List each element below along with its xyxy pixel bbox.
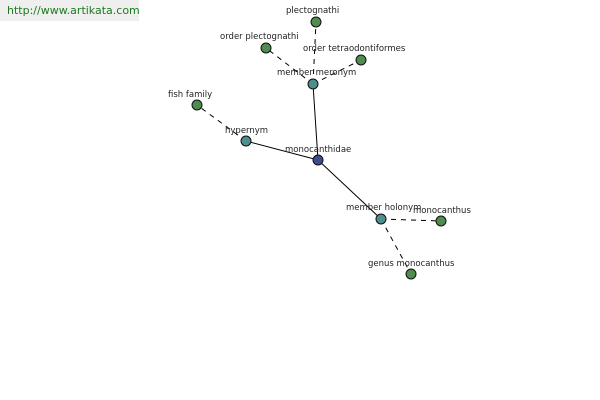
node-plectognathi[interactable]: [310, 16, 322, 28]
edge-hypernym-to-fish-family: [196, 104, 247, 142]
edge-monocanthidae-to-member-meronym: [312, 83, 319, 161]
node-label-order-plectognathi: order plectognathi: [220, 32, 299, 42]
node-label-monocanthidae: monocanthidae: [285, 145, 351, 155]
node-label-member-meronym: member meronym: [277, 68, 356, 78]
nodes-layer: [191, 16, 447, 280]
edge-member-meronym-to-order-tetraodontiformes: [312, 59, 362, 85]
labels-layer: monocanthidae hypernym member meronym membe…: [168, 6, 471, 269]
node-order-plectognathi[interactable]: [260, 42, 272, 54]
node-fish-family[interactable]: [191, 99, 203, 111]
edge-monocanthidae-to-hypernym: [245, 140, 319, 161]
node-label-hypernym: hypernym: [225, 126, 268, 136]
edge-member-holonym-to-monocanthus: [380, 218, 442, 222]
node-label-monocanthus: monocanthus: [413, 206, 471, 216]
node-label-plectognathi: plectognathi: [286, 6, 339, 16]
node-member-holonym[interactable]: [375, 213, 387, 225]
node-monocanthus[interactable]: [435, 215, 447, 227]
node-hypernym[interactable]: [240, 135, 252, 147]
node-monocanthidae[interactable]: [312, 154, 324, 166]
edge-monocanthidae-to-member-holonym: [317, 159, 382, 220]
node-genus-monocanthus[interactable]: [405, 268, 417, 280]
edges-layer: [196, 21, 442, 275]
edge-member-holonym-to-genus-monocanthus: [380, 218, 412, 275]
node-label-order-tetraodontiformes: order tetraodontiformes: [303, 44, 406, 54]
node-order-tetraodontiformes[interactable]: [355, 54, 367, 66]
artikata-link[interactable]: http://www.artikata.com: [0, 0, 140, 21]
node-label-member-holonym: member holonym: [346, 203, 421, 213]
node-label-genus-monocanthus: genus monocanthus: [368, 259, 455, 269]
node-label-fish-family: fish family: [168, 90, 212, 100]
edge-member-meronym-to-plectognathi: [312, 21, 317, 85]
node-member-meronym[interactable]: [307, 78, 319, 90]
